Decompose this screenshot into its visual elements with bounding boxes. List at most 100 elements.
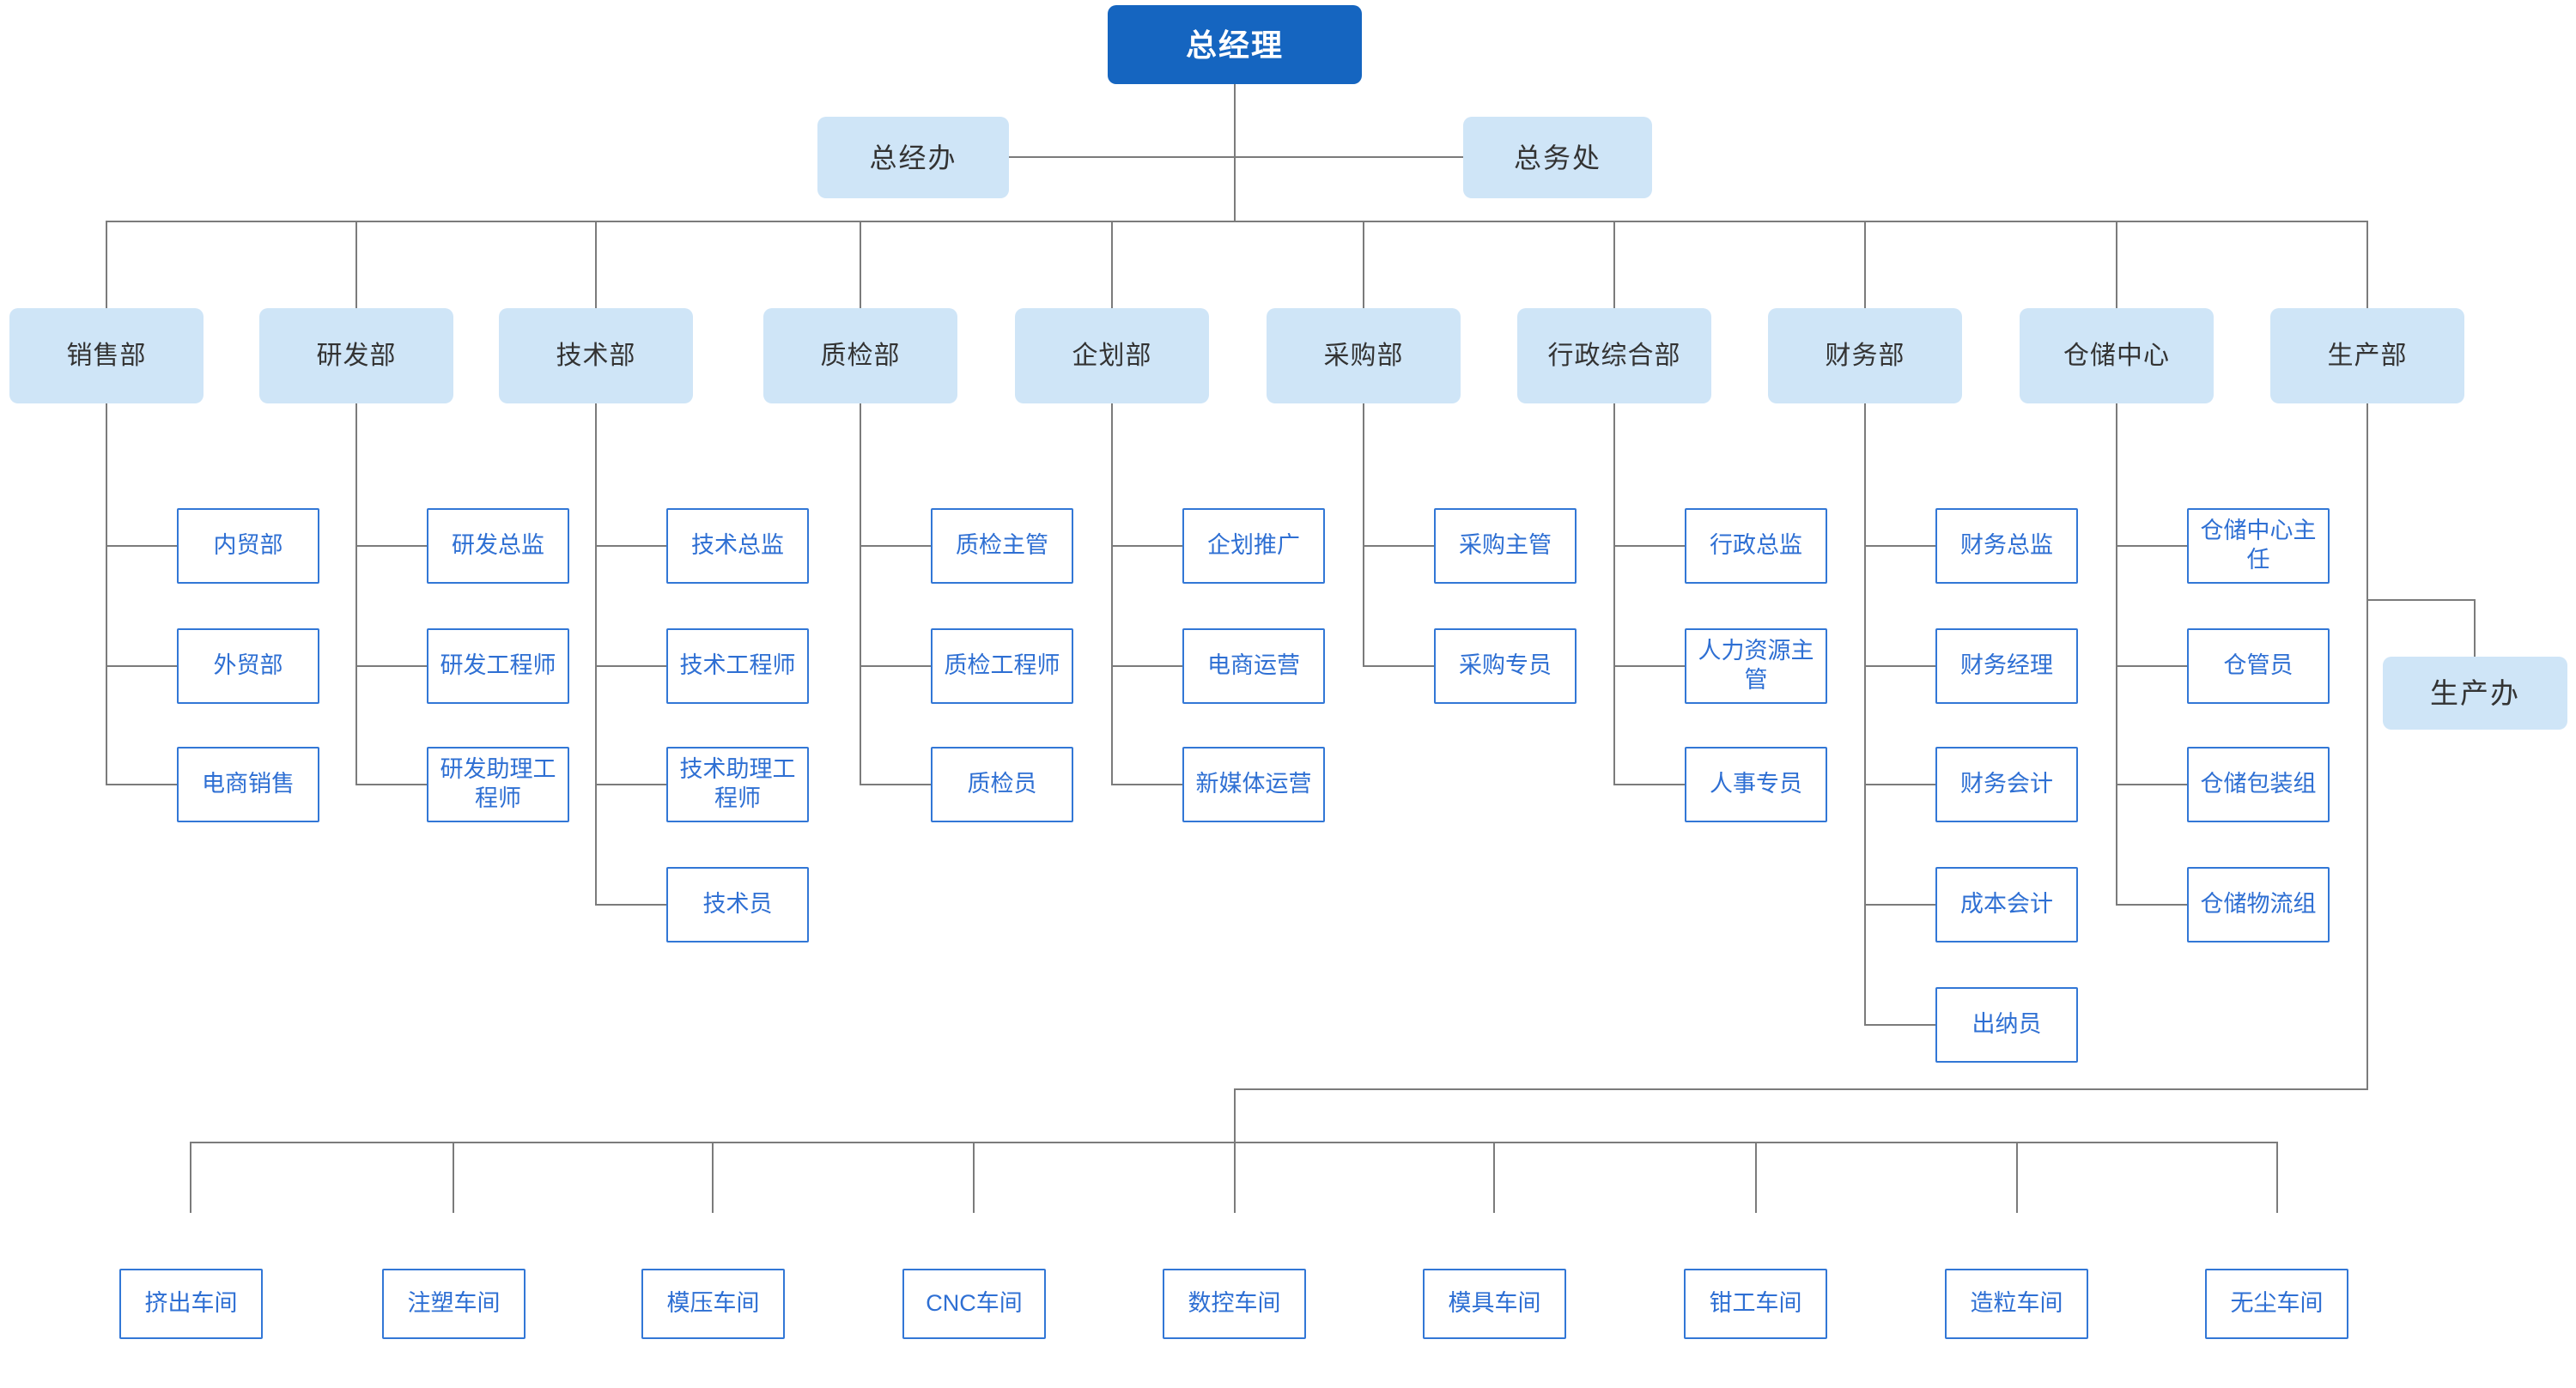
connector-dept-drop [355, 221, 357, 308]
node-warehouse-packing[interactable]: 仓储包装组 [2187, 747, 2330, 822]
node-technician[interactable]: 技术员 [666, 867, 809, 943]
node-hr-supervisor[interactable]: 人力资源主管 [1685, 628, 1827, 704]
connector-trunk-planning [1111, 403, 1113, 785]
connector-production-office [2367, 599, 2476, 601]
node-new-media-operations[interactable]: 新媒体运营 [1182, 747, 1325, 822]
connector-child-stub [595, 904, 666, 906]
node-dept-warehouse[interactable]: 仓储中心 [2020, 308, 2214, 403]
node-dept-production[interactable]: 生产部 [2270, 308, 2464, 403]
connector-dept-drop [106, 221, 107, 308]
node-production-office[interactable]: 生产办 [2383, 657, 2567, 730]
node-workshop-nc[interactable]: 数控车间 [1163, 1269, 1306, 1339]
connector-root-trunk [1234, 84, 1236, 221]
node-cashier[interactable]: 出纳员 [1935, 987, 2078, 1063]
node-finance-manager[interactable]: 财务经理 [1935, 628, 2078, 704]
node-workshop-extrusion[interactable]: 挤出车间 [119, 1269, 263, 1339]
node-domestic-trade[interactable]: 内贸部 [177, 508, 319, 584]
node-warehouse-keeper[interactable]: 仓管员 [2187, 628, 2330, 704]
connector-child-stub [1864, 545, 1935, 547]
connector-child-stub [1613, 545, 1685, 547]
node-warehouse-logistics[interactable]: 仓储物流组 [2187, 867, 2330, 943]
connector-trunk-rd [355, 403, 357, 785]
connector-trunk-sales [106, 403, 107, 785]
node-gm-office[interactable]: 总经办 [817, 117, 1009, 198]
node-qc-supervisor[interactable]: 质检主管 [931, 508, 1073, 584]
node-dept-rd[interactable]: 研发部 [259, 308, 453, 403]
node-workshop-injection[interactable]: 注塑车间 [382, 1269, 526, 1339]
connector-child-stub [1864, 784, 1935, 785]
node-rd-director[interactable]: 研发总监 [427, 508, 569, 584]
connector-child-stub [355, 784, 427, 785]
node-hr-specialist[interactable]: 人事专员 [1685, 747, 1827, 822]
node-rd-assistant-engineer[interactable]: 研发助理工程师 [427, 747, 569, 822]
node-dept-sales[interactable]: 销售部 [9, 308, 204, 403]
connector-trunk-finance [1864, 403, 1866, 1026]
connector-trunk-purchasing [1363, 403, 1364, 667]
node-workshop-fitter[interactable]: 钳工车间 [1684, 1269, 1827, 1339]
node-finance-accountant[interactable]: 财务会计 [1935, 747, 2078, 822]
connector-production-office [2474, 599, 2476, 657]
connector-child-stub [1864, 904, 1935, 906]
node-dept-finance[interactable]: 财务部 [1768, 308, 1962, 403]
connector-workshop-drop [190, 1143, 191, 1213]
connector-child-stub [1864, 665, 1935, 667]
connector-workshop-drop [1493, 1143, 1495, 1213]
node-dept-qc[interactable]: 质检部 [763, 308, 957, 403]
node-tech-assistant-engineer[interactable]: 技术助理工程师 [666, 747, 809, 822]
connector-production-elbow [1234, 1088, 1236, 1143]
node-planning-promotion[interactable]: 企划推广 [1182, 508, 1325, 584]
node-general-affairs[interactable]: 总务处 [1463, 117, 1652, 198]
connector-dept-drop [2366, 221, 2368, 308]
connector-dept-rail [106, 221, 2368, 222]
connector-child-stub [595, 784, 666, 785]
node-cost-accountant[interactable]: 成本会计 [1935, 867, 2078, 943]
node-dept-planning[interactable]: 企划部 [1015, 308, 1209, 403]
connector-child-stub [1363, 665, 1434, 667]
connector-dept-drop [1864, 221, 1866, 308]
node-workshop-molding[interactable]: 模压车间 [641, 1269, 785, 1339]
node-tech-director[interactable]: 技术总监 [666, 508, 809, 584]
connector-child-stub [860, 784, 931, 785]
node-ecommerce-operations[interactable]: 电商运营 [1182, 628, 1325, 704]
node-finance-director[interactable]: 财务总监 [1935, 508, 2078, 584]
connector-staff-offices [1009, 156, 1463, 158]
node-qc-engineer[interactable]: 质检工程师 [931, 628, 1073, 704]
connector-child-stub [860, 665, 931, 667]
node-general-manager[interactable]: 总经理 [1108, 5, 1362, 84]
connector-child-stub [2116, 665, 2187, 667]
connector-dept-drop [2116, 221, 2117, 308]
node-qc-inspector[interactable]: 质检员 [931, 747, 1073, 822]
node-rd-engineer[interactable]: 研发工程师 [427, 628, 569, 704]
node-dept-admin[interactable]: 行政综合部 [1517, 308, 1711, 403]
connector-workshop-drop [973, 1143, 975, 1213]
connector-child-stub [860, 545, 931, 547]
node-workshop-dust-free[interactable]: 无尘车间 [2205, 1269, 2348, 1339]
connector-trunk-tech [595, 403, 597, 906]
connector-trunk-admin [1613, 403, 1615, 785]
connector-child-stub [1363, 545, 1434, 547]
connector-dept-drop [595, 221, 597, 308]
node-admin-director[interactable]: 行政总监 [1685, 508, 1827, 584]
node-ecommerce-sales[interactable]: 电商销售 [177, 747, 319, 822]
connector-child-stub [106, 545, 177, 547]
node-workshop-granulation[interactable]: 造粒车间 [1945, 1269, 2088, 1339]
connector-workshop-drop [453, 1143, 454, 1213]
node-workshop-cnc[interactable]: CNC车间 [902, 1269, 1046, 1339]
node-purchasing-supervisor[interactable]: 采购主管 [1434, 508, 1577, 584]
node-workshop-mold[interactable]: 模具车间 [1423, 1269, 1566, 1339]
connector-child-stub [2116, 904, 2187, 906]
node-purchasing-specialist[interactable]: 采购专员 [1434, 628, 1577, 704]
connector-dept-drop [1363, 221, 1364, 308]
connector-workshop-drop [2016, 1143, 2018, 1213]
connector-child-stub [355, 665, 427, 667]
node-foreign-trade[interactable]: 外贸部 [177, 628, 319, 704]
node-tech-engineer[interactable]: 技术工程师 [666, 628, 809, 704]
node-warehouse-director[interactable]: 仓储中心主任 [2187, 508, 2330, 584]
node-dept-purchasing[interactable]: 采购部 [1267, 308, 1461, 403]
connector-child-stub [2116, 784, 2187, 785]
connector-child-stub [106, 784, 177, 785]
node-dept-tech[interactable]: 技术部 [499, 308, 693, 403]
connector-child-stub [1111, 665, 1182, 667]
connector-child-stub [595, 665, 666, 667]
